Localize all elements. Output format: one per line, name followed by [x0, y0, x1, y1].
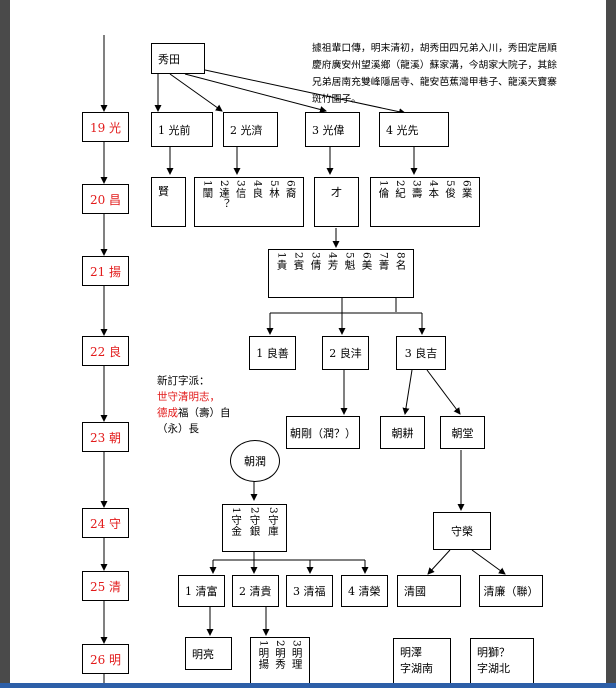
- generation-26: 26 明: [82, 644, 129, 674]
- person-qingguo: 清國: [397, 575, 461, 607]
- person-mingshi: 明獅？ 字湖北: [470, 638, 534, 688]
- person-qingfu: 1 清富: [178, 575, 225, 607]
- left-scroll-border: [0, 0, 10, 688]
- son-name: 4良: [251, 180, 264, 199]
- person-mingliang: 明亮: [185, 637, 232, 670]
- generation-23: 23 朝: [82, 422, 129, 452]
- son-name: 8名: [394, 252, 407, 271]
- root-person: 秀田: [151, 43, 205, 74]
- son-name: 3守庫: [266, 507, 279, 537]
- person-guangwei: 3 光偉: [305, 112, 360, 147]
- son-name: 5俊: [443, 180, 456, 199]
- new-generation-order: 新訂字派： 世守清明志， 德成福（壽）自 （永）長: [157, 373, 267, 437]
- generation-22: 22 良: [82, 336, 129, 366]
- son-name: 4本: [427, 180, 440, 199]
- son-name: 5魁: [343, 252, 356, 271]
- person-guangxian: 4 光先: [379, 112, 449, 147]
- historical-note: 據祖輩口傳，明末清初，胡秀田四兄弟入川，秀田定居順慶府廣安州望溪鄉（龍溪）蘇家溝…: [312, 43, 557, 105]
- generation-24: 24 守: [82, 508, 129, 538]
- gen20-sons-guangxian: 1倫 2紀 3壽 4本 5俊 6業: [370, 177, 480, 227]
- son-name: 1倫: [377, 180, 390, 199]
- gen24-sons-chaorun: 1守金 2守銀 3守庫: [222, 504, 287, 552]
- gen21-sons-cai: 1貴 2賓 3倩 4芳 5魁 6美 7菁 8名: [268, 249, 414, 298]
- son-name: 3信: [234, 180, 247, 199]
- new-order-line1: 世守清明志，: [157, 391, 220, 403]
- person-qingrong: 4 清榮: [341, 575, 388, 607]
- person-qinggui: 2 清貴: [232, 575, 279, 607]
- son-name: 3壽: [410, 180, 423, 199]
- courtesy-name: 字湖北: [477, 662, 510, 675]
- person-qinglian: 清廉（聯）: [479, 575, 543, 607]
- person-chaogang: 朝剛（潤？）: [286, 416, 360, 449]
- gen20-sons-guangji: 1闡 2達？ 3信 4良 5林 6裔: [194, 177, 304, 227]
- person-shourong: 守榮: [433, 512, 491, 550]
- son-name: 6裔: [284, 180, 297, 199]
- son-name: 6美: [360, 252, 373, 271]
- son-name: 7菁: [377, 252, 390, 271]
- generation-19: 19 光: [82, 112, 129, 142]
- person-qingfu2: 3 清福: [286, 575, 333, 607]
- person-name: 明獅？: [477, 646, 510, 659]
- person-guangji: 2 光濟: [223, 112, 278, 147]
- person-liangfeng: 2 良沣: [322, 336, 369, 370]
- son-name: 2明秀: [273, 640, 286, 670]
- right-scroll-border: [606, 0, 616, 688]
- son-name: 2達？: [217, 180, 230, 210]
- son-name: 2賓: [292, 252, 305, 271]
- person-liangshan: 1 良善: [249, 336, 296, 370]
- son-name: 1明揚: [257, 640, 270, 670]
- son-name: 1貴: [275, 252, 288, 271]
- person-chaotang: 朝堂: [440, 416, 485, 449]
- son-name: 4芳: [326, 252, 339, 271]
- generation-25: 25 清: [82, 571, 129, 601]
- son-name: 1守金: [230, 507, 243, 537]
- bottom-border: [0, 683, 616, 688]
- son-name: 6業: [460, 180, 473, 199]
- person-chaogeng: 朝耕: [380, 416, 425, 449]
- courtesy-name: 字湖南: [400, 662, 433, 675]
- son-name: 3倩: [309, 252, 322, 271]
- son-name: 2守銀: [248, 507, 261, 537]
- person-chaorun: 朝潤: [230, 440, 280, 482]
- person-liangji: 3 良吉: [396, 336, 446, 370]
- person-mingze: 明澤 字湖南: [393, 638, 451, 688]
- new-order-line3: （永）長: [157, 423, 199, 435]
- generation-21: 21 揚: [82, 256, 129, 286]
- person-xian: 賢: [151, 177, 186, 227]
- son-name: 3明理: [290, 640, 303, 670]
- new-order-line2-red: 德成: [157, 407, 178, 419]
- son-name: 5林: [267, 180, 280, 199]
- son-name: 2紀: [393, 180, 406, 199]
- person-guangqian: 1 光前: [151, 112, 213, 147]
- new-order-title: 新訂字派：: [157, 375, 210, 387]
- son-name: 1闡: [201, 180, 214, 199]
- generation-20: 20 昌: [82, 184, 129, 214]
- person-cai: 才: [314, 177, 359, 227]
- gen26-sons-qinggui: 1明揚 2明秀 3明理: [250, 637, 310, 688]
- person-name: 明澤: [400, 646, 422, 659]
- new-order-line2: 福（壽）自: [178, 407, 231, 419]
